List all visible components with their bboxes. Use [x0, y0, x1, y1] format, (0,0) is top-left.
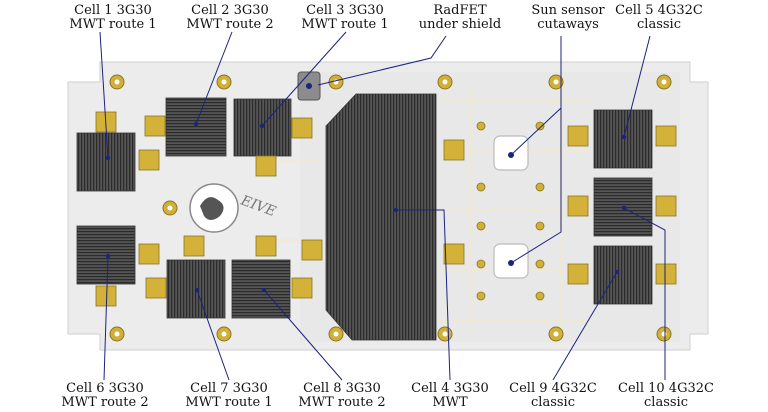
cell-6	[76, 225, 136, 285]
cell-2	[165, 97, 227, 157]
solar-cells	[76, 93, 653, 341]
leader-lines	[99, 31, 666, 381]
cell-4	[325, 93, 437, 341]
cell-5	[593, 109, 653, 169]
vias	[476, 121, 545, 301]
cell-1	[76, 132, 136, 192]
leader-dots	[105, 121, 627, 293]
diode-pads	[95, 111, 677, 307]
